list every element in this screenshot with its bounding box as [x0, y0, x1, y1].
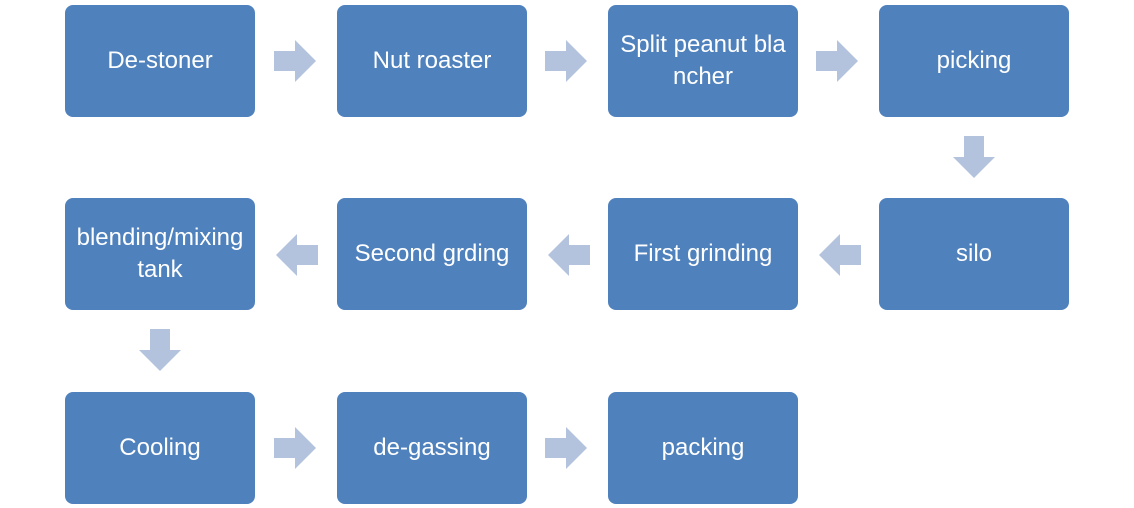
step-de-gassing: de-gassing [337, 392, 527, 504]
step-label: blending/mixing tank [76, 224, 244, 283]
arrow-left-icon [548, 234, 590, 276]
arrow-down-icon [953, 136, 995, 178]
arrow-right-icon [545, 427, 587, 469]
step-label: packing [661, 434, 745, 461]
step-label: picking [936, 47, 1012, 74]
step-picking: picking [879, 5, 1069, 117]
arrow-right-icon [816, 40, 858, 82]
step-second-grding: Second grding [337, 198, 527, 310]
step-split-peanut-blancher: Split peanut blancher [608, 5, 798, 117]
arrow-left-icon [276, 234, 318, 276]
step-label: de-gassing [373, 434, 491, 461]
step-label: First grinding [633, 240, 773, 267]
step-nut-roaster: Nut roaster [337, 5, 527, 117]
step-first-grinding: First grinding [608, 198, 798, 310]
arrow-left-icon [819, 234, 861, 276]
step-label: Nut roaster [372, 47, 492, 74]
step-label: De-stoner [107, 47, 213, 74]
step-cooling: Cooling [65, 392, 255, 504]
step-blending-mixing-tank: blending/mixing tank [65, 198, 255, 310]
step-silo: silo [879, 198, 1069, 310]
step-label: Split peanut blancher [620, 31, 786, 90]
step-packing: packing [608, 392, 798, 504]
arrow-right-icon [274, 40, 316, 82]
step-de-stoner: De-stoner [65, 5, 255, 117]
arrow-right-icon [274, 427, 316, 469]
step-label: Cooling [119, 434, 201, 461]
step-label: silo [955, 240, 992, 267]
arrow-right-icon [545, 40, 587, 82]
arrow-down-icon [139, 329, 181, 371]
step-label: Second grding [354, 240, 510, 267]
